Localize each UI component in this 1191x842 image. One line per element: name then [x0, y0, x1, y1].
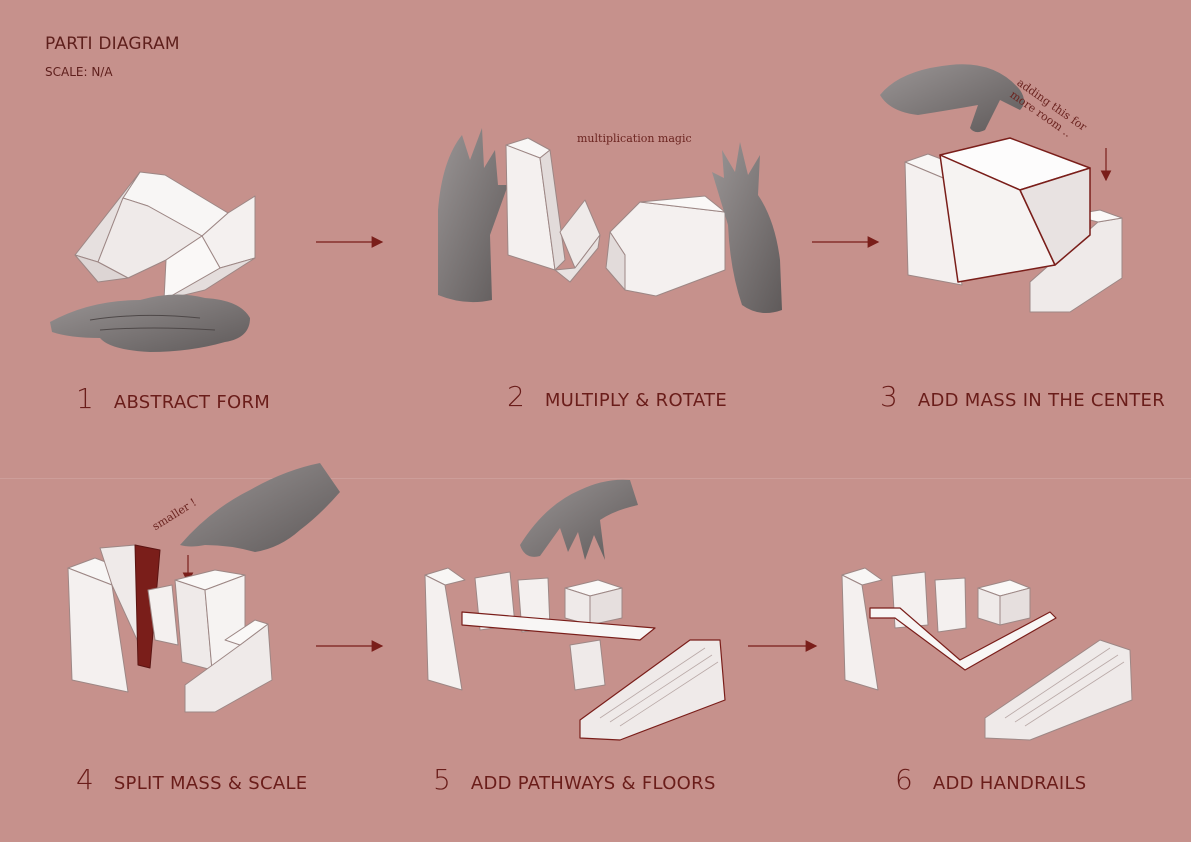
- step6-building: [842, 568, 1132, 740]
- step-number: 3: [880, 380, 898, 413]
- step-title: SPLIT MASS & SCALE: [114, 773, 308, 794]
- step-label-1: 1 ABSTRACT FORM: [76, 382, 270, 415]
- step1-abstract-form: [75, 172, 255, 300]
- step-number: 4: [76, 763, 94, 796]
- step4-forms: [68, 545, 272, 712]
- step-label-6: 6 ADD HANDRAILS: [895, 763, 1087, 796]
- step-number: 2: [507, 380, 525, 413]
- step-title: ADD HANDRAILS: [933, 773, 1087, 794]
- step-number: 1: [76, 382, 94, 415]
- step-title: MULTIPLY & ROTATE: [545, 390, 727, 411]
- hand-pointing-icon: [180, 463, 340, 552]
- step-title: ADD PATHWAYS & FLOORS: [471, 773, 716, 794]
- hand-pinch-icon: [880, 64, 1024, 132]
- step-label-3: 3 ADD MASS IN THE CENTER: [880, 380, 1165, 413]
- step-title: ABSTRACT FORM: [114, 392, 270, 413]
- step-number: 6: [895, 763, 913, 796]
- hand-open-icon: [50, 294, 250, 352]
- step-number: 5: [433, 763, 451, 796]
- step3-forms: [905, 138, 1122, 312]
- step-label-4: 4 SPLIT MASS & SCALE: [76, 763, 307, 796]
- step-label-5: 5 ADD PATHWAYS & FLOORS: [433, 763, 716, 796]
- hand-reaching-icon: [520, 480, 638, 560]
- step-label-2: 2 MULTIPLY & ROTATE: [507, 380, 727, 413]
- annotation-multiply: multiplication magic: [577, 132, 692, 145]
- step5-building: [425, 568, 725, 740]
- step2-forms: [506, 138, 725, 296]
- hand-right-icon: [438, 128, 508, 302]
- step-title: ADD MASS IN THE CENTER: [918, 390, 1165, 411]
